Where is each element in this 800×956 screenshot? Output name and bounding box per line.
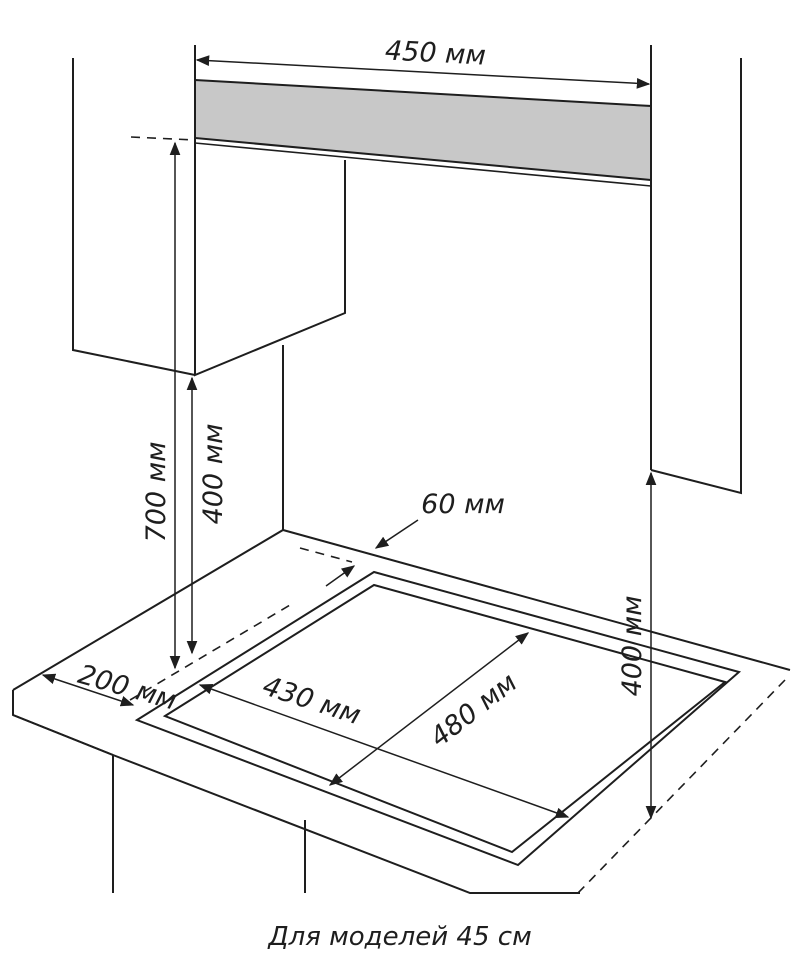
label-430: 430 мм: [259, 671, 365, 732]
dim-450: [195, 55, 651, 89]
hood-panel-lower-edge: [194, 142, 652, 187]
dash-back-edge: [299, 547, 353, 563]
countertop-front-edge: [12, 714, 580, 894]
caption: Для моделей 45 см: [268, 922, 532, 952]
dim-60-leader: [374, 519, 419, 549]
right-wall-cabinet: [650, 58, 742, 495]
hood-front-edge: [194, 82, 346, 377]
label-480: 480 мм: [424, 667, 523, 754]
label-700: 700 мм: [141, 442, 172, 543]
left-wall-cabinet: [72, 58, 196, 376]
countertop-top: [12, 528, 791, 691]
label-400-right: 400 мм: [617, 596, 648, 697]
dim-60-arrow: [325, 565, 356, 587]
label-400-left: 400 мм: [198, 424, 229, 525]
label-60: 60 мм: [421, 489, 505, 520]
dim-480: [328, 632, 530, 786]
hood-panel: [194, 78, 652, 182]
cabinet-legs: [112, 755, 306, 893]
dash-top-left: [130, 136, 196, 141]
dash-right-front: [577, 679, 786, 894]
dim-200: [41, 673, 135, 707]
countertop-front-left: [12, 690, 114, 756]
label-450: 450 мм: [384, 35, 486, 71]
label-200: 200 мм: [75, 659, 180, 717]
